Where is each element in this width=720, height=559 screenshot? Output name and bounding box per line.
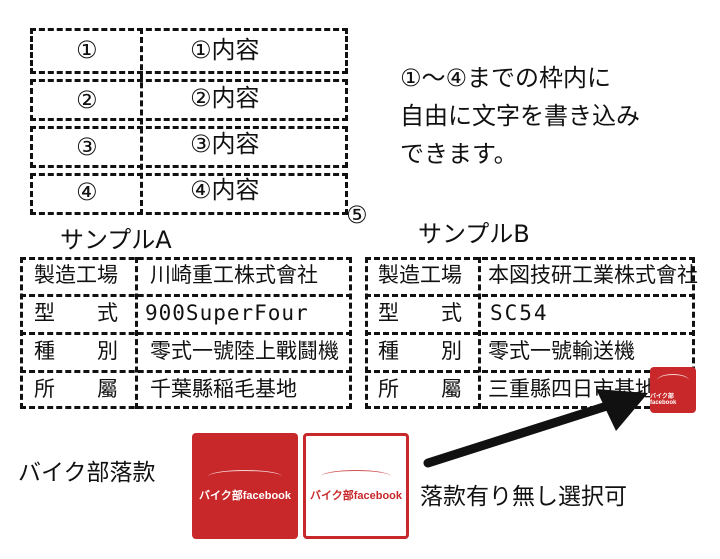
instruction-line-2: 自由に文字を書き込み [400, 102, 640, 130]
sample-a-value-3: 零式一號陸上戰鬪機 [150, 339, 339, 363]
top-row-3-number: ③ [76, 133, 98, 161]
sample-b-row-divider-2 [365, 332, 695, 335]
top-table-row-1 [30, 28, 348, 74]
stamp-option-text: 落款有り無し選択可 [420, 484, 627, 510]
arrow-icon [423, 389, 648, 468]
sample-a-value-1: 川崎重工株式會社 [150, 263, 318, 287]
seal-arc-decoration [207, 469, 283, 483]
stamp-outline-sample: バイク部facebook [303, 433, 409, 539]
sample-b-title: サンプルB [418, 220, 530, 248]
instruction-line-1: ①〜④までの枠内に [400, 64, 612, 92]
sample-b-value-1: 本図技研工業株式會社 [488, 263, 698, 287]
sample-a-title: サンプルA [60, 226, 172, 254]
sample-b-col-divider [478, 257, 481, 409]
top-table-row-4 [30, 173, 348, 215]
sample-a-col-divider [135, 257, 138, 409]
top-row-2-number: ② [76, 86, 98, 114]
marker-5: ⑤ [346, 201, 368, 229]
sample-b-label-3: 種 別 [378, 339, 462, 363]
seal-arc-decoration [321, 469, 391, 483]
sample-a-label-2: 型 式 [34, 301, 118, 325]
seal-arc-decoration [656, 374, 690, 387]
sample-b-row-divider-1 [365, 294, 695, 297]
instruction-line-3: できます。 [400, 140, 518, 168]
top-table-row-3 [30, 126, 348, 168]
sample-a-row-divider-1 [20, 294, 352, 297]
sample-b-label-2: 型 式 [378, 301, 462, 325]
sample-a-label-4: 所 屬 [34, 377, 118, 401]
sample-a-value-4: 千葉縣稲毛基地 [150, 377, 297, 401]
top-table-row-2 [30, 79, 348, 121]
top-row-2-content: ②内容 [190, 84, 260, 112]
stamp-filled-sample: バイク部facebook [192, 433, 298, 539]
top-row-4-number: ④ [76, 178, 98, 206]
sample-a-row-divider-3 [20, 370, 352, 373]
stamp-filled-text: バイク部facebook [198, 489, 292, 502]
top-row-1-content: ①内容 [190, 36, 260, 64]
sample-b-row-divider-3 [365, 370, 695, 373]
sample-a-row-divider-2 [20, 332, 352, 335]
sample-b-label-4: 所 屬 [378, 377, 462, 401]
sample-b-value-2: SC54 [490, 301, 549, 325]
sample-b-value-3: 零式一號輸送機 [488, 339, 635, 363]
top-row-4-content: ④内容 [190, 176, 260, 204]
sample-b-label-1: 製造工場 [378, 263, 462, 287]
sample-b-seal: バイク部facebook [650, 367, 696, 413]
sample-b-seal-text: バイク部facebook [650, 394, 677, 406]
top-row-3-content: ③内容 [190, 130, 260, 158]
top-row-1-number: ① [76, 36, 98, 64]
stamp-outline-text: バイク部facebook [309, 489, 403, 502]
stamp-heading: バイク部落款 [18, 460, 156, 486]
top-table-divider [140, 28, 143, 215]
sample-a-value-2: 900SuperFour [145, 301, 309, 325]
sample-a-label-1: 製造工場 [34, 263, 118, 287]
sample-a-label-3: 種 別 [34, 339, 118, 363]
